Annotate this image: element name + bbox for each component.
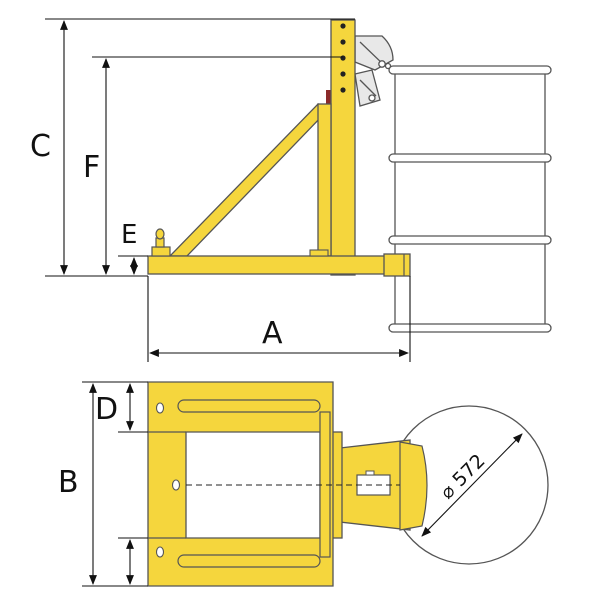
dimension-label-a: A — [262, 316, 283, 351]
top-view — [147, 381, 549, 587]
lifting-eye — [151, 228, 171, 257]
dimension-label-f: F — [83, 150, 100, 185]
drum-side — [388, 65, 552, 333]
brace-post — [317, 103, 332, 257]
beam-end-cap — [383, 253, 411, 277]
diagonal-brace — [168, 102, 325, 257]
mast-holes — [340, 23, 346, 93]
dimension-label-b: B — [58, 465, 79, 500]
top-dimensions — [82, 381, 523, 587]
clamp-mechanism — [326, 35, 394, 107]
slot-top — [177, 399, 321, 413]
frame-holes — [155, 402, 181, 558]
dimension-label-d: D — [95, 392, 118, 427]
side-dimensions — [45, 18, 411, 362]
dimension-label-c: C — [30, 129, 51, 164]
side-view — [147, 19, 552, 333]
slot-bottom — [177, 554, 321, 568]
dimension-label-e: E — [121, 220, 137, 250]
base-beam — [147, 255, 386, 275]
